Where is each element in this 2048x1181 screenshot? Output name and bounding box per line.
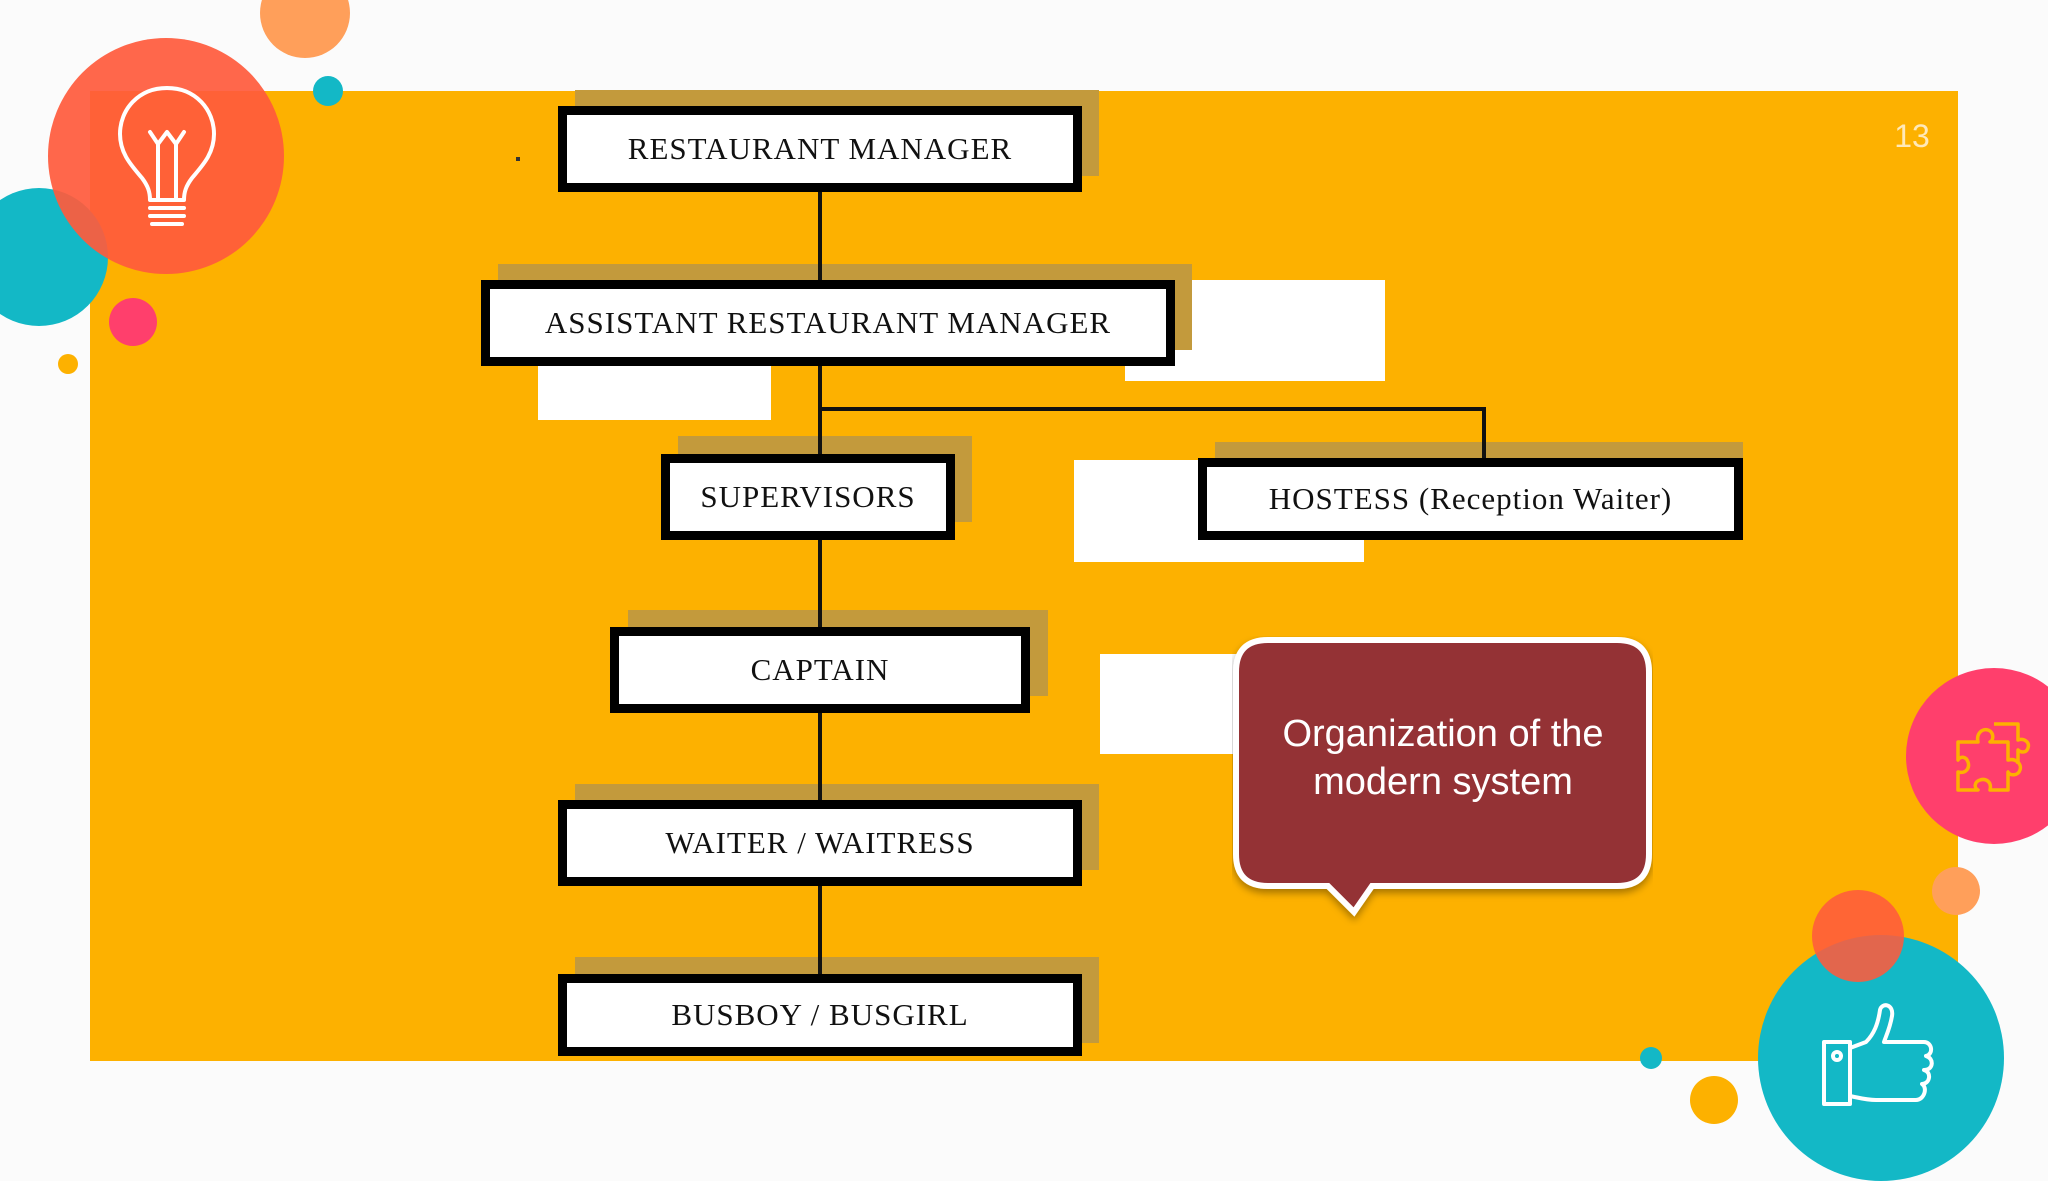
node-hostess: HOSTESS (Reception Waiter): [1198, 458, 1743, 540]
connector-line: [818, 407, 1486, 411]
stray-dot: [516, 157, 520, 161]
connector-line: [818, 712, 822, 804]
decor-circle-coral-small: [1812, 890, 1904, 982]
node-label: HOSTESS (Reception Waiter): [1205, 465, 1736, 533]
connector-line: [818, 886, 822, 978]
lightbulb-icon: [112, 82, 222, 232]
connector-line: [818, 190, 822, 284]
decor-white-rect-4: [1100, 654, 1240, 754]
decor-dot-yellow: [1690, 1076, 1738, 1124]
connector-line: [818, 364, 822, 464]
decor-white-rect-2: [538, 366, 771, 420]
node-label: WAITER / WAITRESS: [565, 807, 1075, 879]
node-label: SUPERVISORS: [668, 461, 948, 533]
thumbs-up-icon: [1820, 1000, 1940, 1110]
decor-circle-orange-top: [260, 0, 350, 58]
node-label: RESTAURANT MANAGER: [565, 113, 1075, 185]
decor-dot-teal-small: [313, 76, 343, 106]
node-label: CAPTAIN: [617, 634, 1023, 706]
node-label: ASSISTANT RESTAURANT MANAGER: [488, 287, 1168, 359]
node-waiter-waitress: WAITER / WAITRESS: [558, 800, 1082, 886]
decor-dot-peach: [1932, 867, 1980, 915]
puzzle-icon: [1948, 712, 2038, 802]
node-busboy-busgirl: BUSBOY / BUSGIRL: [558, 974, 1082, 1056]
connector-line: [1482, 407, 1486, 463]
connector-line: [818, 536, 822, 630]
node-restaurant-manager: RESTAURANT MANAGER: [558, 106, 1082, 192]
node-label: BUSBOY / BUSGIRL: [565, 981, 1075, 1049]
decor-circle-coral-lightbulb: [48, 38, 284, 274]
slide-number: 13: [1894, 118, 1930, 154]
node-supervisors: SUPERVISORS: [661, 454, 955, 540]
slide-panel: [90, 91, 1958, 1061]
decor-circle-pink-puzzle: [1906, 668, 2048, 844]
node-captain: CAPTAIN: [610, 627, 1030, 713]
node-assistant-restaurant-manager: ASSISTANT RESTAURANT MANAGER: [481, 280, 1175, 366]
callout-bubble: [1232, 636, 1653, 926]
decor-dot-yellow-small: [58, 354, 78, 374]
callout-text: Organization of the modern system: [1282, 713, 1604, 803]
decor-circle-teal-thumb: [1758, 935, 2004, 1181]
decor-dot-pink: [109, 298, 157, 346]
decor-dot-teal-tiny: [1640, 1047, 1662, 1069]
